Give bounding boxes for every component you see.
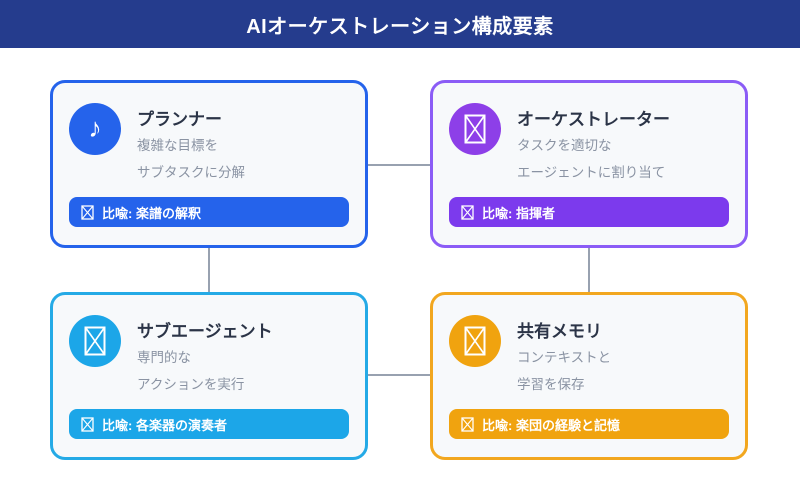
description-line: コンテキストと [517,350,612,365]
description-line: 専門的な [137,350,191,365]
description-line: アクションを実行 [137,377,245,392]
badge-label: 比喩: 楽団の経験と記憶 [482,417,620,433]
missing-glyph-icon [81,416,94,432]
missing-glyph-icon [449,315,501,367]
card-description: コンテキストと 学習を保存 [517,344,611,398]
connector-planner-orchestrator [368,164,430,166]
connector-subagent-memory [368,374,430,376]
connector-orchestrator-memory [588,248,590,292]
header: AIオーケストレーション構成要素 [0,0,800,48]
metaphor-badge: 比喩: 楽譜の解釈 [69,197,349,227]
description-line: 学習を保存 [517,377,585,392]
connector-planner-subagent [208,248,210,292]
missing-glyph-icon [84,326,106,356]
missing-glyph-icon [461,416,474,432]
card-orchestrator: オーケストレーター タスクを適切な エージェントに割り当て 比喩: 指揮者 [430,80,748,248]
music-note-icon: ♪ [69,103,121,155]
missing-glyph-icon [449,103,501,155]
metaphor-badge: 比喩: 楽団の経験と記憶 [449,409,729,439]
badge-label: 比喩: 指揮者 [482,205,555,221]
missing-glyph-icon [464,114,486,144]
card-title: 共有メモリ [517,322,602,341]
card-description: タスクを適切な エージェントに割り当て [517,132,665,186]
description-line: エージェントに割り当て [517,165,666,180]
page-title: AIオーケストレーション構成要素 [246,15,554,38]
missing-glyph-icon [69,315,121,367]
card-title: プランナー [137,110,222,129]
card-description: 専門的な アクションを実行 [137,344,244,398]
card-planner: ♪ プランナー 複雑な目標を サブタスクに分解 比喩: 楽譜の解釈 [50,80,368,248]
card-title: オーケストレーター [517,110,670,129]
missing-glyph-icon [464,326,486,356]
badge-label: 比喩: 各楽器の演奏者 [102,417,227,433]
badge-label: 比喩: 楽譜の解釈 [102,205,201,221]
card-description: 複雑な目標を サブタスクに分解 [137,132,245,186]
description-line: 複雑な目標を [137,138,218,153]
description-line: サブタスクに分解 [137,165,245,180]
description-line: タスクを適切な [517,138,612,153]
metaphor-badge: 比喩: 指揮者 [449,197,729,227]
metaphor-badge: 比喩: 各楽器の演奏者 [69,409,349,439]
missing-glyph-icon [461,204,474,220]
card-memory: 共有メモリ コンテキストと 学習を保存 比喩: 楽団の経験と記憶 [430,292,748,460]
card-title: サブエージェント [137,322,273,341]
card-subagent: サブエージェント 専門的な アクションを実行 比喩: 各楽器の演奏者 [50,292,368,460]
missing-glyph-icon [81,204,94,220]
